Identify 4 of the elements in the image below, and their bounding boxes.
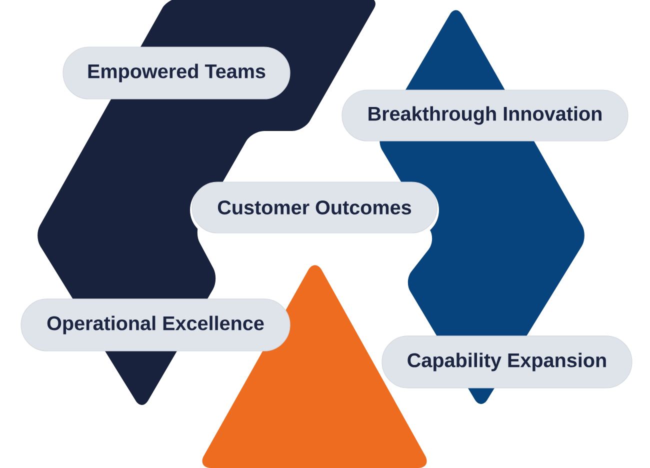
label-pill: Customer Outcomes — [190, 182, 439, 237]
label-pill: Capability Expansion — [382, 336, 632, 388]
label-pill: Breakthrough Innovation — [342, 90, 628, 142]
label-pill: Operational Excellence — [20, 298, 290, 352]
